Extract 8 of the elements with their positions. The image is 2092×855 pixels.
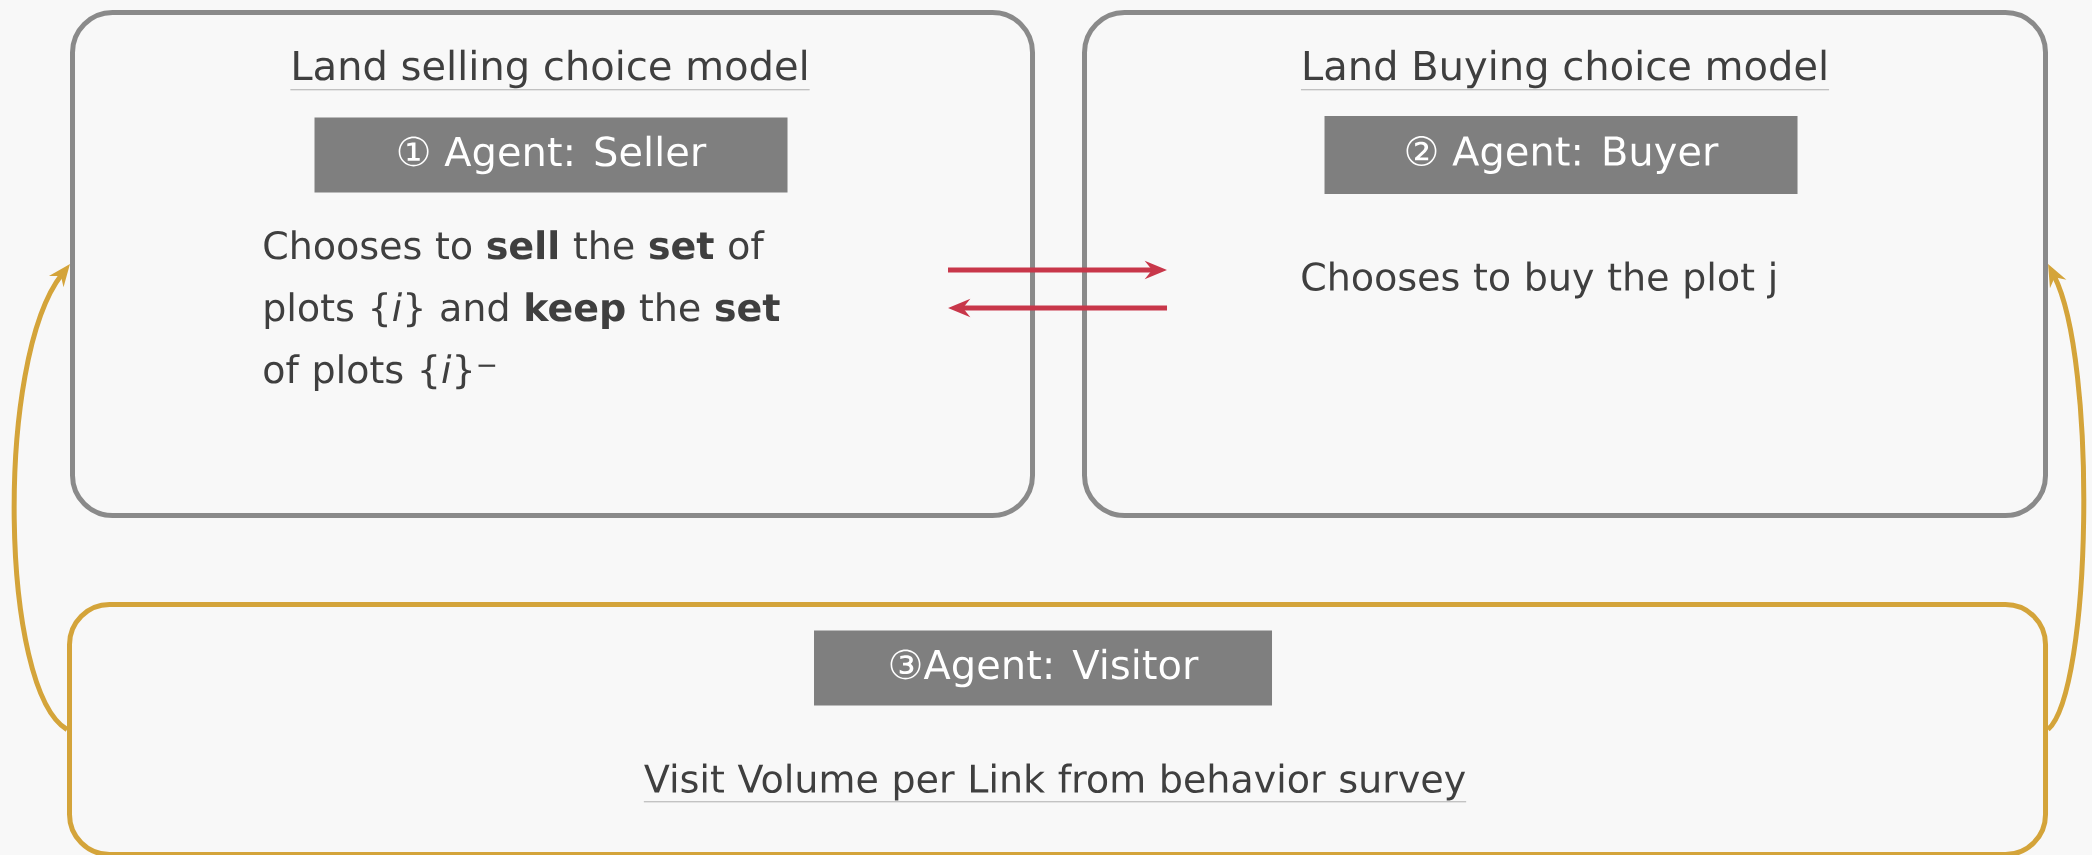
body-text: Chooses to buy the plot j	[1302, 261, 1775, 299]
agent-label: ① Agent: Seller	[314, 117, 788, 193]
agent-label: ② Agent: Buyer	[1324, 116, 1798, 194]
heading-text: Land Buying choice model	[1300, 49, 1830, 90]
body-text: Visit Volume per Link from behavior survey	[643, 763, 1467, 802]
agent-label: ③Agent: Visitor	[814, 630, 1272, 706]
body-text: Chooses to sell the set of plots {i} and keep the set of plots {i}$^{−}$	[264, 230, 780, 391]
heading-text: Land selling choice model	[290, 49, 810, 90]
